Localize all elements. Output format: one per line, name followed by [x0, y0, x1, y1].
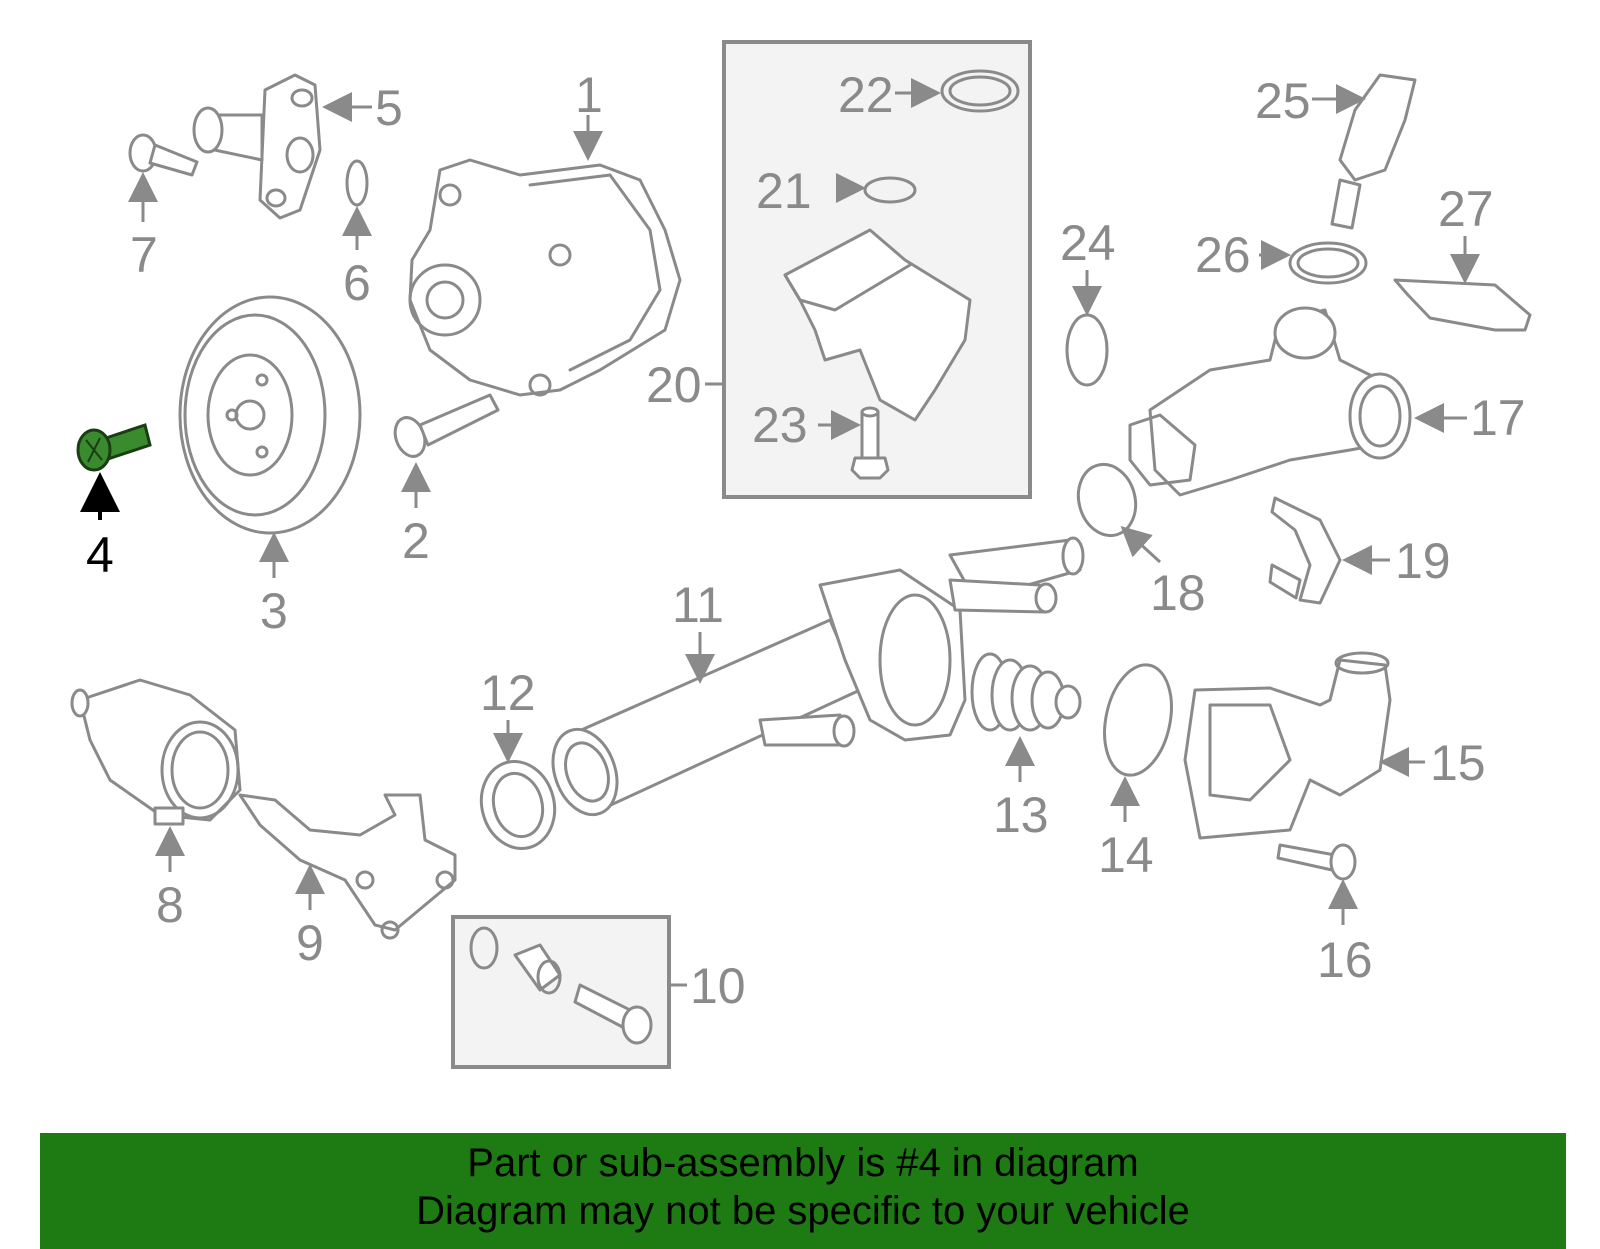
- part-6-o-ring[interactable]: [345, 159, 369, 207]
- part-2-bolt[interactable]: [390, 393, 500, 461]
- callout-20: 20: [646, 357, 702, 413]
- part-9-bracket[interactable]: [238, 793, 457, 940]
- part-1-water-pump[interactable]: [408, 158, 682, 397]
- part-8-housing[interactable]: [70, 678, 242, 826]
- callout-15: 15: [1430, 735, 1486, 791]
- part-23-bolt[interactable]: [850, 406, 890, 480]
- callout-6: 6: [343, 255, 371, 311]
- part-26-o-ring[interactable]: [1288, 241, 1368, 285]
- part-7-bolt[interactable]: [128, 133, 199, 177]
- callout-18: 18: [1150, 565, 1206, 621]
- banner-line-2: Diagram may not be specific to your vehi…: [416, 1189, 1190, 1233]
- callout-2: 2: [402, 513, 430, 569]
- part-18-o-ring[interactable]: [1071, 458, 1144, 542]
- callout-21: 21: [756, 163, 812, 219]
- callout-16: 16: [1317, 932, 1373, 988]
- callout-1: 1: [575, 67, 603, 123]
- callout-12: 12: [480, 665, 536, 721]
- callout-11: 11: [672, 577, 724, 633]
- part-24-o-ring[interactable]: [1065, 313, 1109, 387]
- callout-25: 25: [1255, 73, 1311, 129]
- callout-19: 19: [1395, 533, 1451, 589]
- part-13-thermostat[interactable]: [970, 652, 1082, 732]
- callout-3: 3: [260, 583, 288, 639]
- part-3-pulley[interactable]: [178, 295, 362, 535]
- part-15-water-outlet[interactable]: [1183, 651, 1392, 840]
- part-16-bolt[interactable]: [1276, 843, 1357, 881]
- part-19-clip[interactable]: [1268, 496, 1342, 605]
- callout-24: 24: [1060, 215, 1116, 271]
- callout-8: 8: [156, 877, 184, 933]
- part-14-o-ring[interactable]: [1095, 659, 1181, 782]
- callout-13: 13: [993, 787, 1049, 843]
- info-banner: Part or sub-assembly is #4 in diagram Di…: [40, 1133, 1566, 1249]
- part-20-cover[interactable]: [783, 228, 972, 422]
- callout-27: 27: [1438, 181, 1494, 237]
- callout-7: 7: [130, 227, 158, 283]
- part-11-coolant-pipe[interactable]: [542, 536, 1085, 824]
- callout-5: 5: [375, 80, 403, 136]
- part-5-pipe-flange[interactable]: [192, 73, 322, 220]
- part-27-gasket[interactable]: [1393, 278, 1532, 332]
- callout-26: 26: [1195, 227, 1251, 283]
- callout-14: 14: [1098, 827, 1154, 883]
- assembly-box-10: [451, 915, 671, 1069]
- callout-10: 10: [690, 958, 746, 1014]
- part-12-seal[interactable]: [472, 753, 564, 857]
- callout-9: 9: [296, 915, 324, 971]
- part-4-bolt-highlighted[interactable]: [76, 423, 152, 472]
- part-17-thermostat-housing[interactable]: [1128, 306, 1412, 497]
- banner-line-1: Part or sub-assembly is #4 in diagram: [467, 1141, 1139, 1185]
- callout-17: 17: [1470, 390, 1526, 446]
- part-25-sensor[interactable]: [1330, 73, 1417, 230]
- callout-23: 23: [752, 397, 808, 453]
- callout-4: 4: [86, 527, 114, 583]
- part-10-fitting-kit[interactable]: [469, 926, 653, 1045]
- part-22-o-ring[interactable]: [940, 69, 1020, 113]
- leader-lines: [80, 78, 1480, 987]
- callout-22: 22: [838, 67, 894, 123]
